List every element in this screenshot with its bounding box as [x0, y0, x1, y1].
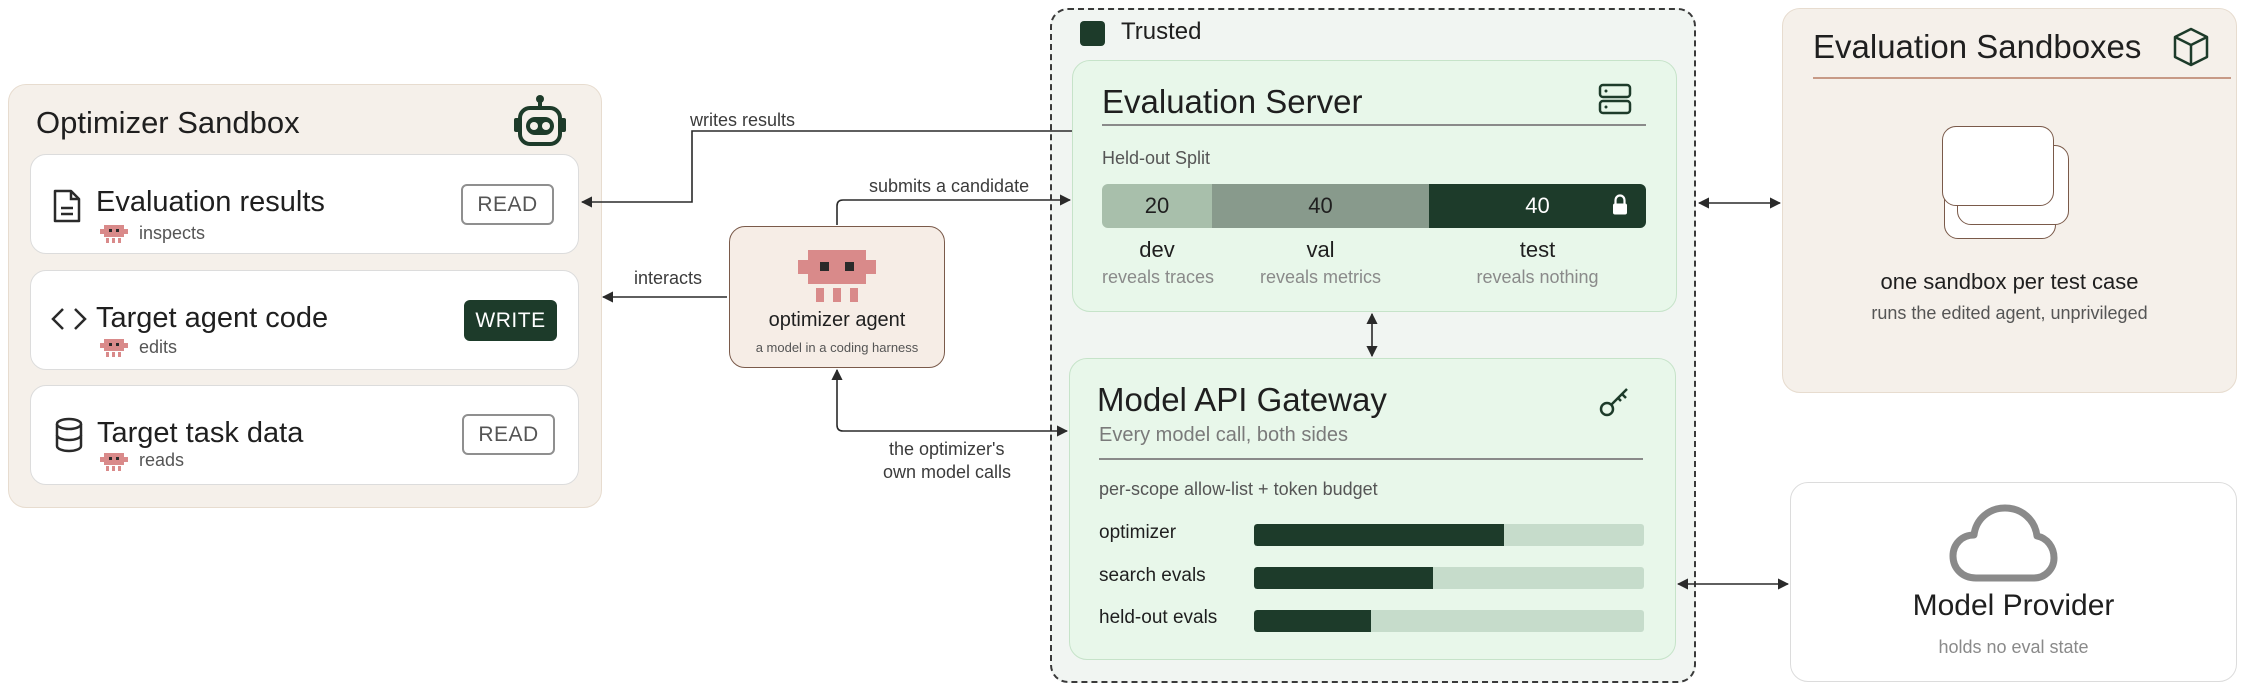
split-bar: 20 40 40 [1102, 184, 1646, 228]
split-test: 40 [1429, 184, 1646, 228]
submits-candidate-label: submits a candidate [869, 176, 1030, 196]
model-provider-sub: holds no eval state [1938, 637, 2089, 657]
bar-track-search-evals [1254, 567, 1644, 589]
bar-label-search-evals: search evals [1099, 565, 1206, 586]
gateway-subtitle: Every model call, both sides [1099, 424, 1349, 446]
submits-candidate-arrow [836, 194, 1072, 225]
split-val: 40 [1212, 184, 1429, 228]
read-badge: READ [461, 184, 554, 225]
split-dev-name: dev [1139, 237, 1175, 262]
bar-label-optimizer: optimizer [1099, 522, 1177, 543]
model-provider-card [1790, 482, 2237, 682]
trusted-label: Trusted [1121, 18, 1202, 45]
server-icon [1598, 83, 1632, 115]
evaluation-results-title: Evaluation results [96, 186, 325, 218]
robot-icon [512, 94, 568, 146]
own-calls-label-2: own model calls [883, 462, 1012, 482]
split-test-name: test [1519, 237, 1556, 262]
bar-track-optimizer [1254, 524, 1644, 546]
bar-fill-optimizer [1254, 524, 1504, 546]
optimizer-agent-title: optimizer agent [768, 309, 906, 331]
sandbox-sub: runs the edited agent, unprivileged [1871, 303, 2148, 323]
divider [1099, 458, 1643, 460]
writes-results-label: writes results [690, 110, 796, 130]
evaluation-results-sub: inspects [139, 223, 206, 243]
split-test-value: 40 [1525, 193, 1550, 218]
target-agent-code-title: Target agent code [96, 302, 329, 334]
interacts-label: interacts [634, 268, 703, 288]
key-icon [1598, 384, 1632, 418]
own-calls-label-1: the optimizer's [889, 439, 1005, 459]
database-icon [54, 417, 84, 453]
document-icon [52, 188, 82, 224]
sandbox-caption: one sandbox per test case [1880, 269, 2139, 294]
model-api-gateway-card [1069, 358, 1676, 660]
target-agent-code-sub: edits [139, 337, 178, 357]
pixel-robot-icon [100, 337, 128, 359]
read-badge: READ [462, 414, 555, 455]
budget-label: per-scope allow-list + token budget [1099, 479, 1378, 499]
bar-track-held-out-evals [1254, 610, 1644, 632]
model-provider-title: Model Provider [1912, 589, 2115, 622]
bar-label-held-out-evals: held-out evals [1099, 607, 1218, 628]
divider [1102, 124, 1646, 126]
evaluation-sandboxes-title: Evaluation Sandboxes [1813, 28, 2142, 65]
pixel-robot-icon [100, 223, 128, 245]
held-out-split-label: Held-out Split [1102, 148, 1211, 168]
evaluation-server-title: Evaluation Server [1102, 83, 1363, 120]
pixel-robot-icon [100, 451, 128, 473]
divider [1813, 77, 2231, 79]
cloud-icon [1948, 503, 2058, 583]
code-brackets-icon [50, 304, 88, 334]
sandbox-card-front [1942, 126, 2054, 206]
split-dev: 20 [1102, 184, 1212, 228]
bar-fill-search-evals [1254, 567, 1434, 589]
target-task-data-sub: reads [139, 450, 185, 470]
bar-fill-held-out-evals [1254, 610, 1371, 632]
trusted-swatch [1080, 21, 1105, 46]
target-task-data-title: Target task data [97, 417, 304, 449]
write-badge: WRITE [464, 300, 557, 341]
optimizer-sandbox-title: Optimizer Sandbox [36, 105, 300, 140]
cube-icon [2172, 26, 2210, 68]
gateway-title: Model API Gateway [1097, 381, 1387, 418]
split-dev-desc: reveals traces [1102, 267, 1215, 287]
own-calls-arrow [831, 368, 1069, 437]
pixel-robot-icon [798, 250, 876, 306]
split-test-desc: reveals nothing [1476, 267, 1599, 287]
optimizer-agent-subtitle: a model in a coding harness [755, 340, 919, 355]
lock-icon [1612, 194, 1628, 222]
split-val-name: val [1306, 237, 1335, 262]
split-val-desc: reveals metrics [1259, 267, 1382, 287]
